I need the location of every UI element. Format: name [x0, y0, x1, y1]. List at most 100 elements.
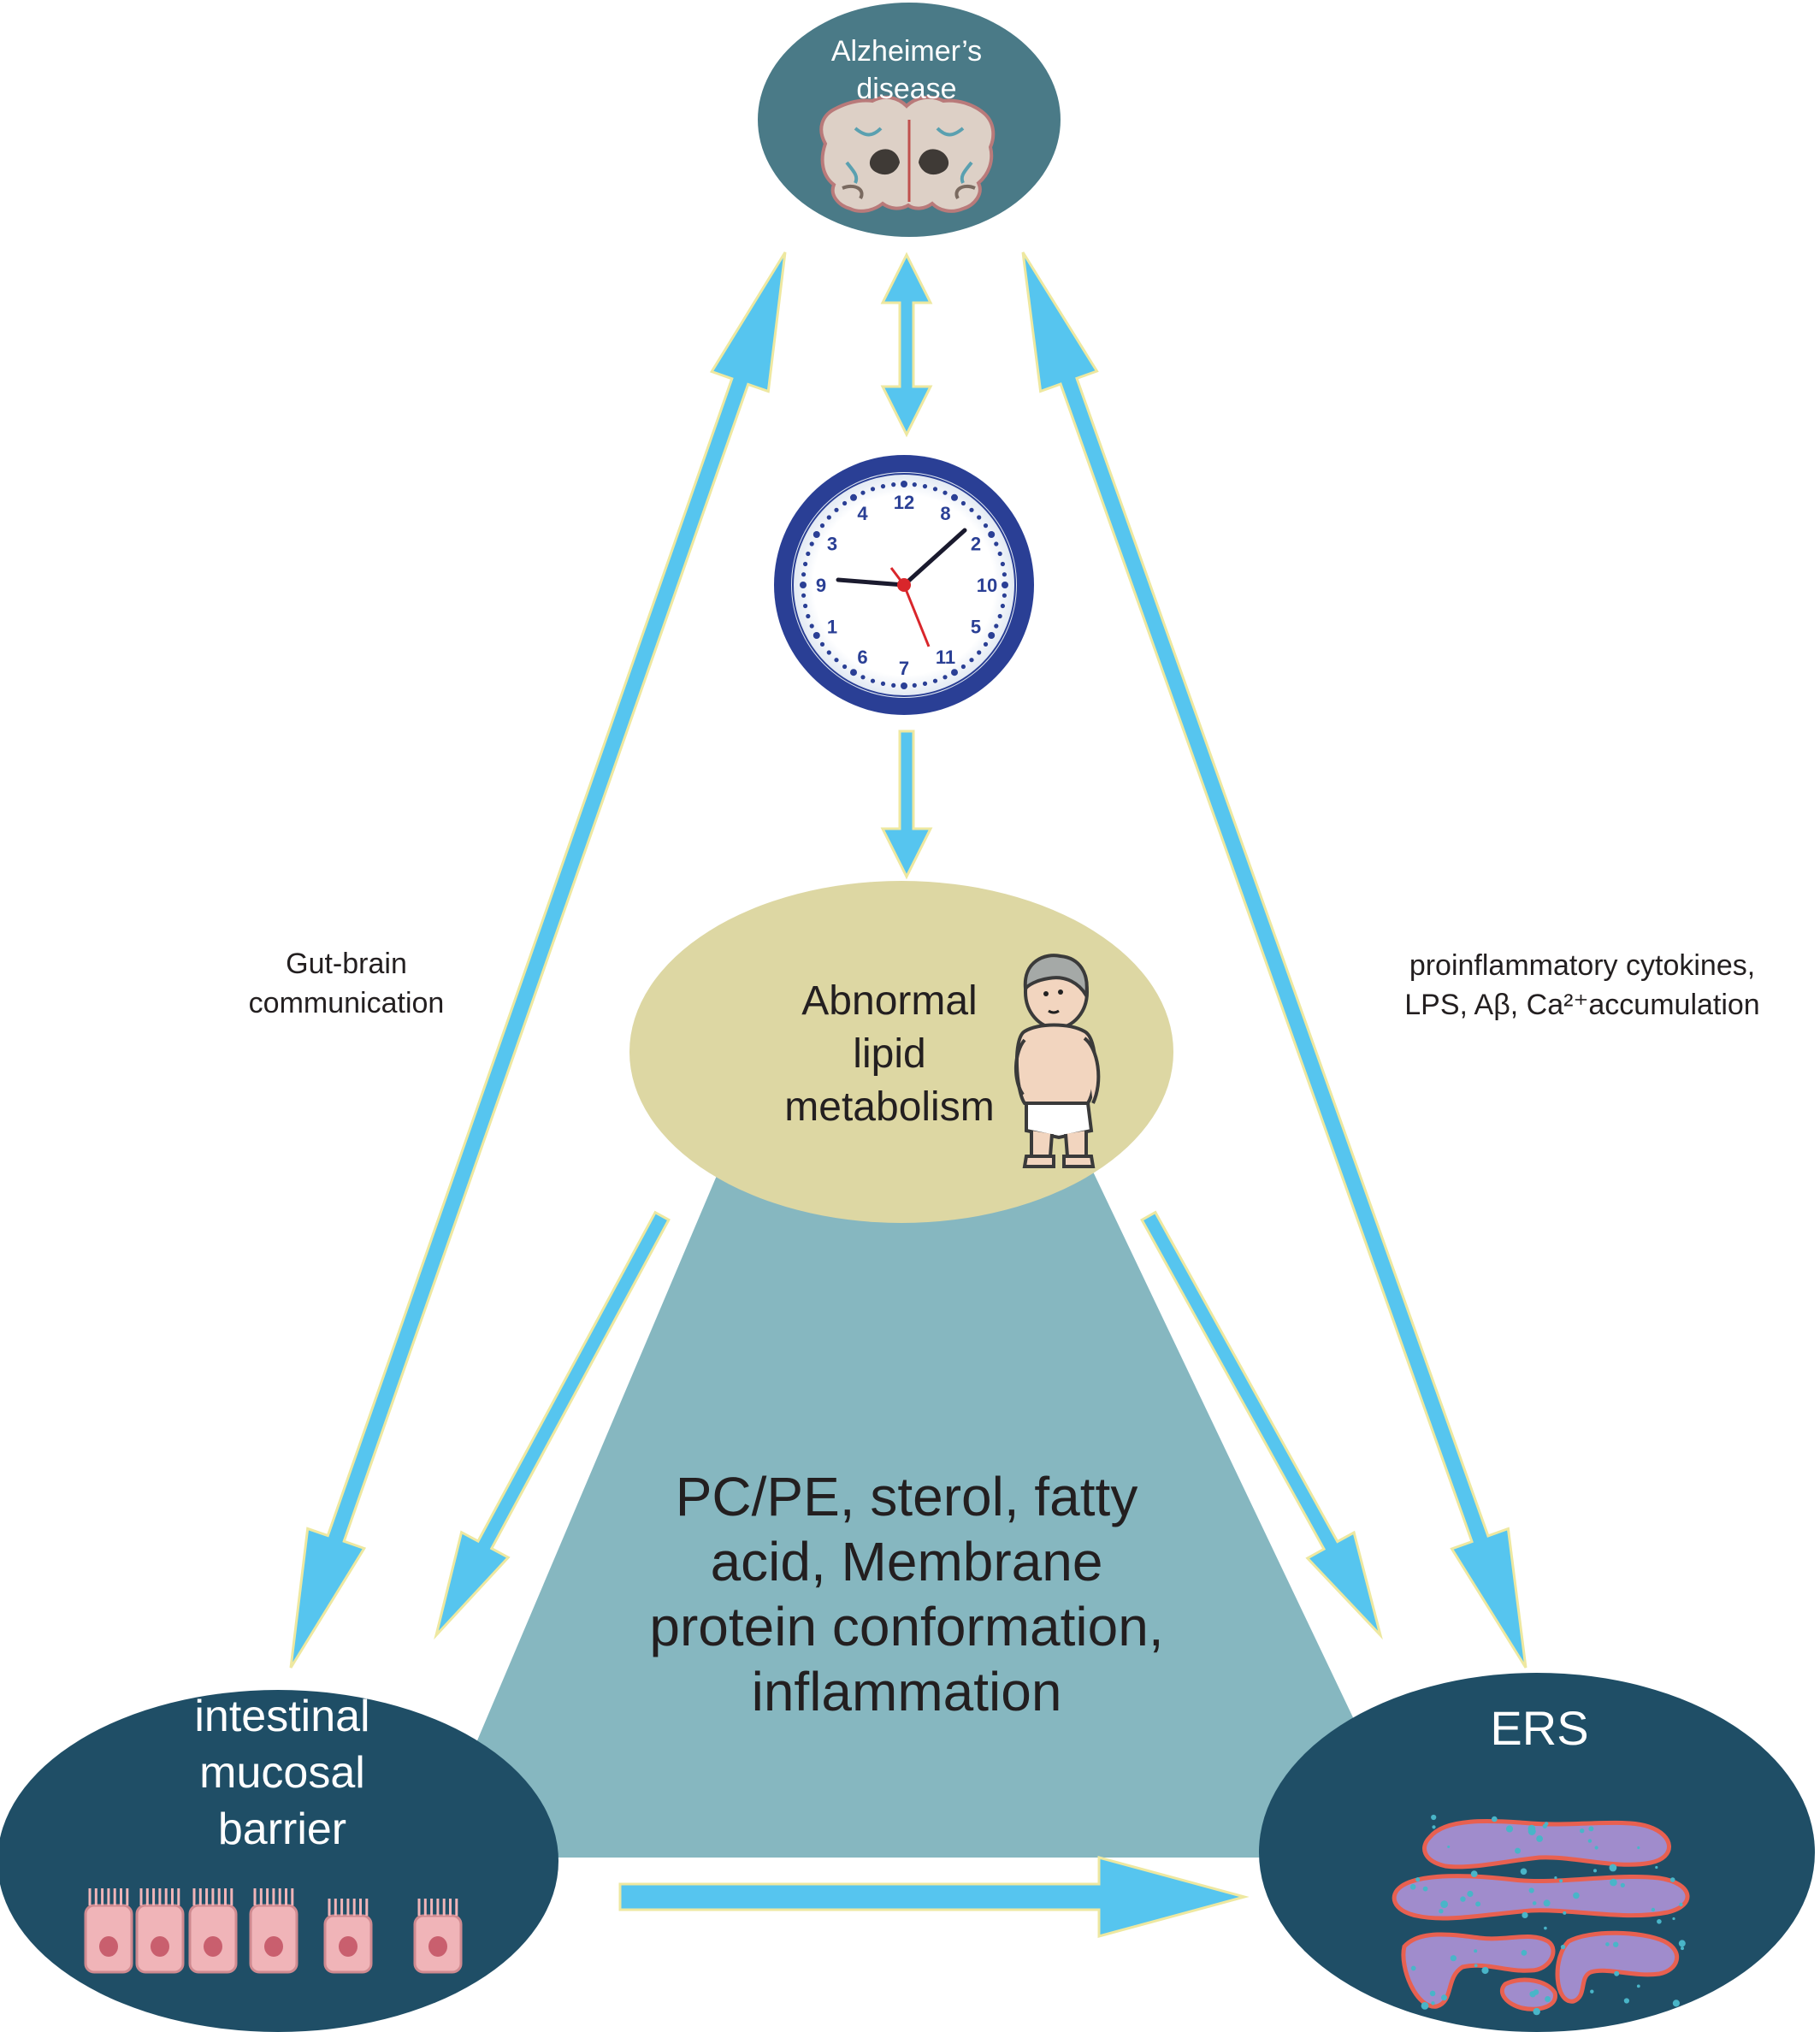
ribosome-dot: [1441, 1994, 1447, 2001]
ribosome-dot: [1533, 2007, 1540, 2016]
ribosome-dot: [1679, 1902, 1683, 1907]
clock-dot: [860, 675, 866, 680]
lipid-node: [629, 881, 1173, 1223]
ribosome-dot: [1439, 1909, 1444, 1914]
ribosome-dot: [1505, 1825, 1514, 1833]
clock-minute-hand: [901, 528, 967, 588]
ribosome-dot: [1610, 1878, 1617, 1887]
clock-dot: [819, 641, 825, 647]
ribosome-dot: [1657, 1919, 1662, 1924]
clock-dot: [801, 593, 807, 598]
proinflammatory-label: proinflammatory cytokines, LPS, Aβ, Ca²⁺…: [1404, 949, 1760, 1021]
ribosome-dot: [1614, 1970, 1620, 1976]
ribosome-dot: [1669, 1877, 1675, 1882]
endoplasmic-reticulum-icon: [1392, 1814, 1690, 2016]
clock-dot: [850, 669, 857, 676]
clock-minute-dots: [800, 481, 1008, 689]
alzheimers-node: [758, 3, 1061, 237]
clock-dot: [870, 678, 876, 683]
ribosome-dot: [1620, 1882, 1625, 1887]
ribosome-dot: [1623, 1998, 1629, 2004]
clock-dot: [834, 658, 839, 663]
clock-number: 4: [857, 503, 868, 524]
clock-dot: [812, 531, 820, 538]
ribosome-dot: [1678, 1940, 1686, 1947]
clock-dot: [826, 650, 831, 655]
clock-dot: [969, 658, 974, 663]
clock-dot: [880, 681, 886, 687]
ribosome-dot: [1528, 1824, 1536, 1833]
ribosome-dot: [1450, 1955, 1457, 1962]
clock-number: 12: [894, 492, 914, 513]
arrow-ad-ers: [1021, 251, 1528, 1669]
clock-dot: [960, 500, 966, 506]
ribosome-dot: [1613, 1941, 1619, 1947]
clock-number: 6: [857, 647, 867, 668]
clock-dot: [932, 487, 938, 492]
ribosome-dot: [1637, 1846, 1640, 1850]
ribosome-dot: [1529, 1991, 1536, 1998]
clock-dot: [880, 484, 886, 489]
ribosome-dot: [1431, 1814, 1437, 1821]
clock-dot: [901, 682, 907, 689]
clock-dot: [891, 482, 896, 487]
ribosome-dot: [1474, 1949, 1478, 1953]
clock-number: 11: [936, 647, 955, 668]
arrow-layer: [289, 251, 1528, 1938]
ribosome-dot: [1422, 1886, 1428, 1892]
ribosome-dot: [1515, 1847, 1521, 1854]
ribosome-dot: [1651, 1907, 1656, 1912]
clock-dot: [994, 541, 999, 546]
epithelial-cell: [135, 1888, 185, 1974]
ribosome-dot: [1563, 1911, 1567, 1915]
clock-dot: [1002, 582, 1008, 588]
mechanisms-label: PC/PE, sterol, fatty acid, Membrane prot…: [649, 1466, 1164, 1722]
clock-dot: [988, 531, 996, 538]
ribosome-dot: [1532, 1901, 1537, 1905]
ribosome-dot: [1409, 1884, 1416, 1890]
clock-number: 3: [827, 534, 837, 555]
clock-dot: [870, 487, 876, 492]
mechanism-triangle: [428, 1172, 1420, 1858]
ribosome-dot: [1588, 1826, 1594, 1832]
clock-dot: [988, 632, 996, 639]
arrow-clock-lipid: [880, 730, 933, 880]
ribosome-dot: [1470, 1870, 1478, 1878]
ribosome-dot: [1410, 1965, 1416, 1971]
clock-dot: [969, 507, 974, 512]
clock-dot: [826, 515, 831, 520]
clock-number: 5: [971, 617, 981, 638]
arrow-ad-intestinal: [289, 251, 787, 1669]
arrow-lipid-intestinal: [434, 1210, 671, 1640]
ribosome-dot: [1481, 1966, 1489, 1975]
clock-dot: [932, 678, 938, 683]
ribosome-dot: [1474, 1964, 1478, 1968]
ribosome-dot: [1580, 1828, 1585, 1834]
abnormal-lipid-metabolism-label: Abnormal lipid metabolism: [784, 978, 995, 1130]
clock-dot: [960, 664, 966, 670]
alzheimers-disease-label: Alzheimer’s disease: [830, 35, 983, 105]
arrow-ad-clock: [880, 251, 933, 438]
ribosome-dot: [1415, 1877, 1421, 1882]
clock-number: 1: [827, 617, 837, 638]
ribosome-dot: [1440, 1900, 1448, 1909]
ribosome-dot: [1593, 1869, 1597, 1873]
ribosome-dot: [1605, 1942, 1610, 1946]
clock-dot: [1000, 561, 1005, 567]
clock-dot: [922, 681, 928, 687]
clock-dot: [912, 682, 917, 688]
clock-dot: [997, 551, 1002, 557]
clock-number: 8: [940, 503, 950, 524]
epithelial-cell: [84, 1888, 133, 1974]
clock-number: 10: [977, 575, 997, 596]
ribosome-dot: [1590, 1989, 1594, 1994]
clock-hour-hand: [836, 577, 907, 588]
ribosome-dot: [1655, 1865, 1658, 1870]
ers-label: ERS: [1490, 1701, 1589, 1755]
clock-dot: [1000, 603, 1005, 609]
ribosome-dot: [1573, 1892, 1580, 1899]
ribosome-dot: [1492, 1816, 1498, 1822]
clock-dot: [901, 481, 907, 487]
